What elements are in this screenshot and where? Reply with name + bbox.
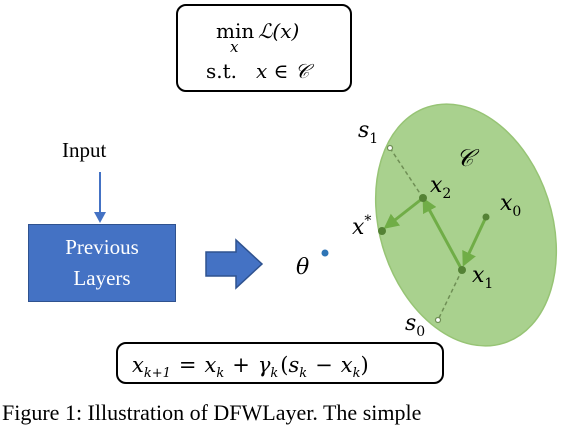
arrow-x2-to-xstar xyxy=(383,196,424,229)
label-s0: s0 xyxy=(405,311,425,340)
feasible-set xyxy=(374,103,558,347)
previous-layers-block: Previous Layers xyxy=(28,224,176,302)
input-arrowhead xyxy=(94,212,106,223)
caption: Figure 1: Illustration of DFWLayer. The … xyxy=(0,398,584,438)
previous-layers-line2: Layers xyxy=(73,266,131,290)
objective-function: ℒ(x) xyxy=(258,19,299,43)
arrow-x0-to-x1 xyxy=(462,216,488,267)
previous-layers-line1: Previous xyxy=(65,235,139,259)
update-rule: xk+1=xk+γk(sk−xk) xyxy=(132,353,369,381)
dashed-line-s0 xyxy=(437,269,463,321)
objective-min-subscript: x xyxy=(230,38,239,56)
theta-point xyxy=(321,249,329,257)
point-x2 xyxy=(419,194,427,202)
update-rule-box xyxy=(116,342,444,384)
constraint-expression: x ∈ 𝒞 xyxy=(256,59,315,83)
point-xstar xyxy=(378,227,386,235)
point-s1 xyxy=(386,144,394,152)
label-x1: x1 xyxy=(472,263,493,292)
block-arrow xyxy=(205,238,264,290)
objective-box xyxy=(176,4,352,92)
label-x2: x2 xyxy=(430,173,451,202)
arrow-x1-to-x2 xyxy=(422,197,464,271)
label-xstar: x* xyxy=(352,213,371,240)
input-label: Input xyxy=(62,138,107,162)
point-x0 xyxy=(482,213,490,221)
point-x1 xyxy=(458,266,466,274)
point-s0 xyxy=(434,316,442,324)
dashed-line-s1 xyxy=(389,147,424,199)
objective-min: min xyxy=(216,19,254,43)
label-x0: x0 xyxy=(500,191,521,220)
label-s1: s1 xyxy=(358,118,378,147)
figure-canvas: min x ℒ(x) s.t. x ∈ 𝒞 θ 𝒞 xyxy=(94,19,558,381)
figure: min x ℒ(x) s.t. x ∈ 𝒞 θ 𝒞 xyxy=(2,4,558,425)
theta-label: θ xyxy=(296,255,309,280)
caption-text: Figure 1: Illustration of DFWLayer. The … xyxy=(2,400,422,425)
constraint-st: s.t. xyxy=(206,59,237,83)
